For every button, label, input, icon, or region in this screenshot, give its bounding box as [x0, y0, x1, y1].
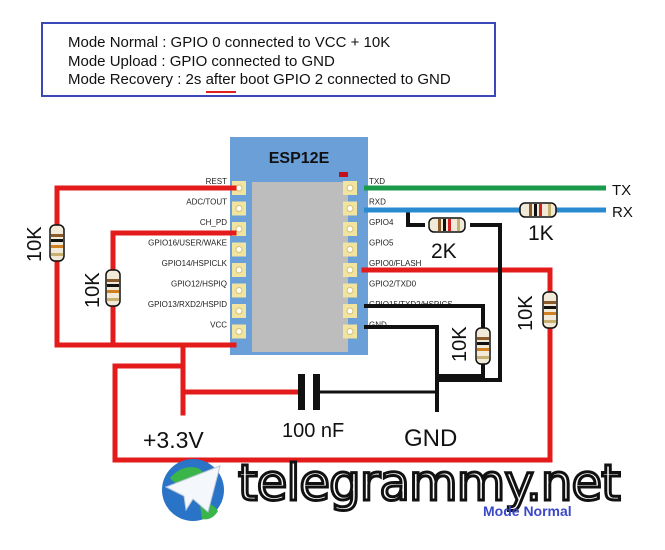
pin-label: GPIO2/TXD0: [369, 280, 417, 289]
pin-pad: [232, 201, 246, 216]
pin-label: VCC: [210, 321, 227, 330]
resistor-rx: [519, 202, 557, 218]
pin-pad: [232, 263, 246, 277]
pin-label: GPIO5: [369, 239, 394, 248]
pin-label: GPIO12/HSPIQ: [171, 280, 227, 289]
chip-title: ESP12E: [269, 150, 330, 167]
right-pin-pads: [343, 181, 357, 339]
pin-label: ADC/TOUT: [186, 198, 227, 207]
recovery-underlined-word: after: [205, 71, 236, 88]
pin-pad: [232, 283, 246, 298]
resistor-chpd: [105, 269, 121, 307]
pin-pad: [343, 201, 357, 216]
recovery-prefix: Mode Recovery : 2s: [68, 71, 206, 88]
ground-wires: [320, 208, 502, 412]
pin-label: GPIO13/RXD2/HSPID: [148, 300, 227, 309]
wire-gnd-join: [437, 362, 485, 378]
wire-rest: [54, 185, 237, 348]
power-wires: [54, 185, 553, 463]
resistor-gpio0: [542, 291, 558, 329]
label-vcc: +3.3V: [143, 427, 204, 453]
resistor-gpio4: [428, 217, 466, 233]
pin-pad: [232, 181, 246, 195]
pin-pad: [343, 283, 357, 298]
pin-pad: [232, 304, 246, 318]
label-r-chpd: 10K: [82, 272, 104, 308]
pin-pad: [343, 263, 357, 277]
pin-pad: [232, 242, 246, 257]
left-pin-pads: [232, 181, 246, 339]
watermark-caption: Mode Normal: [483, 503, 572, 519]
resistors: [49, 202, 558, 365]
pin-label: GPIO0/FLASH: [369, 259, 422, 268]
label-r-rest: 10K: [24, 226, 46, 262]
telegram-globe-icon: [162, 459, 224, 521]
pin-pad: [343, 242, 357, 257]
note-mode-upload: Mode Upload : GPIO connected to GND: [68, 53, 335, 70]
pin-label: GPIO4: [369, 218, 394, 227]
wire-chpd: [110, 230, 237, 348]
pin-pad: [343, 181, 357, 195]
watermark-site: telegrammy.net: [237, 454, 623, 512]
pin-label: GPIO14/HSPICLK: [162, 259, 228, 268]
wire-vcc-outer: [112, 267, 553, 463]
wire-gpio4-r: [437, 223, 502, 382]
recovery-suffix: boot GPIO 2 connected to GND: [235, 71, 451, 88]
label-r-gpio15: 10K: [449, 326, 471, 362]
wire-gpio15: [364, 304, 485, 330]
esp12e-shield: [252, 182, 348, 352]
left-pin-labels: REST ADC/TOUT CH_PD GPIO16/USER/WAKE GPIO14/…: [148, 177, 228, 330]
label-gnd: GND: [404, 425, 457, 452]
label-r-rx: 1K: [528, 222, 554, 245]
pin-pad: [343, 304, 357, 318]
wire-gnd: [364, 325, 439, 412]
resistor-gpio15: [475, 327, 491, 365]
pin-label: TXD: [369, 177, 385, 186]
esp12e-led: [339, 172, 348, 177]
label-r-gpio0: 10K: [515, 295, 537, 331]
label-capacitor: 100 nF: [282, 420, 344, 442]
mode-notes-box: Mode Normal : GPIO 0 connected to VCC + …: [41, 22, 496, 97]
label-tx: TX: [612, 182, 631, 199]
label-r-gpio4: 2K: [431, 240, 457, 263]
label-rx: RX: [612, 204, 633, 221]
pin-label: GPIO16/USER/WAKE: [148, 239, 227, 248]
pin-label: CH_PD: [200, 218, 227, 227]
resistor-rest: [49, 224, 65, 262]
pin-pad: [232, 324, 246, 339]
pin-label: RXD: [369, 198, 386, 207]
pin-pad: [343, 324, 357, 339]
capacitor: [298, 374, 320, 410]
pin-pad: [343, 222, 357, 236]
note-mode-normal: Mode Normal : GPIO 0 connected to VCC + …: [68, 34, 391, 51]
note-mode-recovery: Mode Recovery : 2s after boot GPIO 2 con…: [68, 71, 451, 88]
pin-label: REST: [206, 177, 227, 186]
